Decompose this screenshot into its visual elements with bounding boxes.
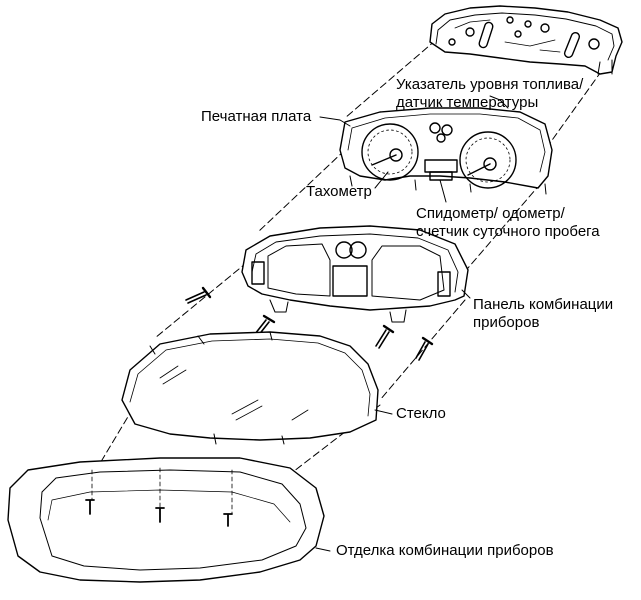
label-speedo-line2: счетчик суточного пробега: [416, 223, 600, 240]
label-fuel-temp-line1: Указатель уровня топлива/: [396, 76, 584, 93]
cluster-housing: [241, 225, 469, 323]
screws: [185, 286, 434, 361]
screw: [185, 286, 212, 304]
screw: [415, 336, 434, 361]
label-fuel-temp-line2: датчик температуры: [396, 94, 539, 111]
assembly-guide-lines: [89, 39, 609, 481]
circuit-board: [429, 5, 623, 75]
label-pcb: Печатная плата: [201, 108, 312, 125]
label-panel-line2: приборов: [473, 314, 540, 331]
screw: [375, 324, 395, 349]
glass-lens: [121, 331, 379, 445]
label-panel-line1: Панель комбинации: [473, 296, 614, 313]
meter-unit: [339, 107, 553, 195]
label-glass: Стекло: [396, 405, 446, 422]
label-speedo-line1: Спидометр/ одометр/: [416, 205, 565, 222]
label-tachometer: Тахометр: [306, 183, 372, 200]
trim-bezel: [7, 457, 325, 583]
leader-lines: [315, 95, 509, 552]
label-trim: Отделка комбинации приборов: [336, 542, 554, 559]
